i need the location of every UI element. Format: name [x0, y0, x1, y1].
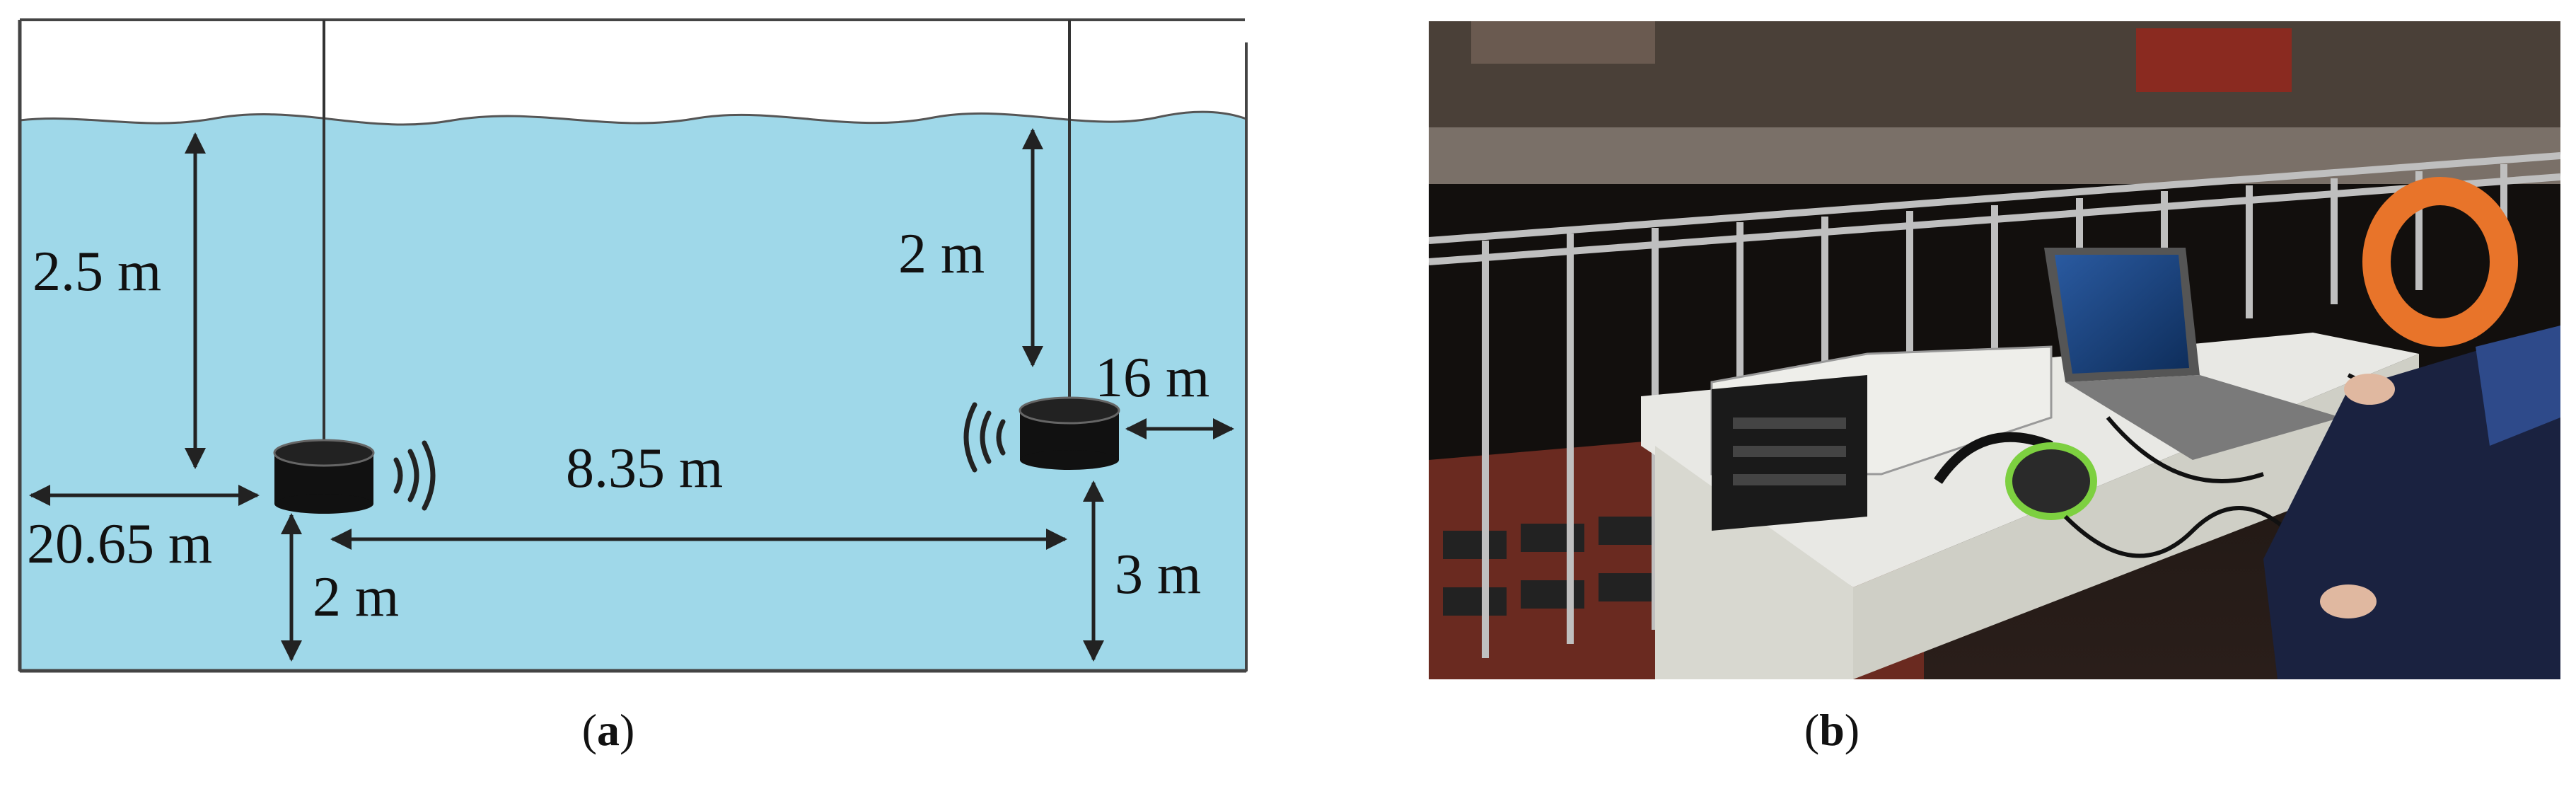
left-transducer-icon [273, 439, 375, 514]
headphones-icon [1934, 432, 2097, 520]
life-ring-icon [2362, 177, 2518, 347]
left-sound-waves-icon [393, 440, 436, 511]
signal-equipment [1710, 345, 2053, 531]
panel-b-photo [1429, 21, 2560, 679]
label-bottom-left: 2 m [313, 566, 399, 628]
tank-rim [1429, 127, 2560, 184]
red-panel [2136, 28, 2292, 92]
label-wall-left: 20.65 m [27, 513, 212, 575]
label-separation: 8.35 m [566, 437, 723, 500]
label-bottom-right: 3 m [1115, 543, 1201, 606]
water-body [18, 110, 1248, 672]
building-window [1471, 21, 1655, 64]
caption-b: (b) [1804, 705, 1860, 755]
caption-a: (a) [581, 705, 635, 755]
panel-a-diagram: 2.5 m 2 m 16 m 8.35 m 20.65 m 2 m 3 m [0, 0, 1273, 785]
label-wall-right: 16 m [1095, 347, 1209, 409]
caption-b-letter: b [1819, 705, 1845, 755]
laptop-icon [2044, 248, 2341, 460]
right-sound-waves-icon [963, 402, 1006, 473]
caption-a-letter: a [597, 705, 620, 755]
label-depth-right: 2 m [898, 223, 985, 285]
operator-person [2263, 326, 2560, 679]
tank-schematic: 2.5 m 2 m 16 m 8.35 m 20.65 m 2 m 3 m [18, 18, 1248, 673]
dimension-arrows [29, 128, 1234, 662]
lab-photo-illustration [1429, 21, 2560, 679]
label-depth-left: 2.5 m [33, 241, 161, 303]
right-transducer-icon [1019, 396, 1120, 470]
